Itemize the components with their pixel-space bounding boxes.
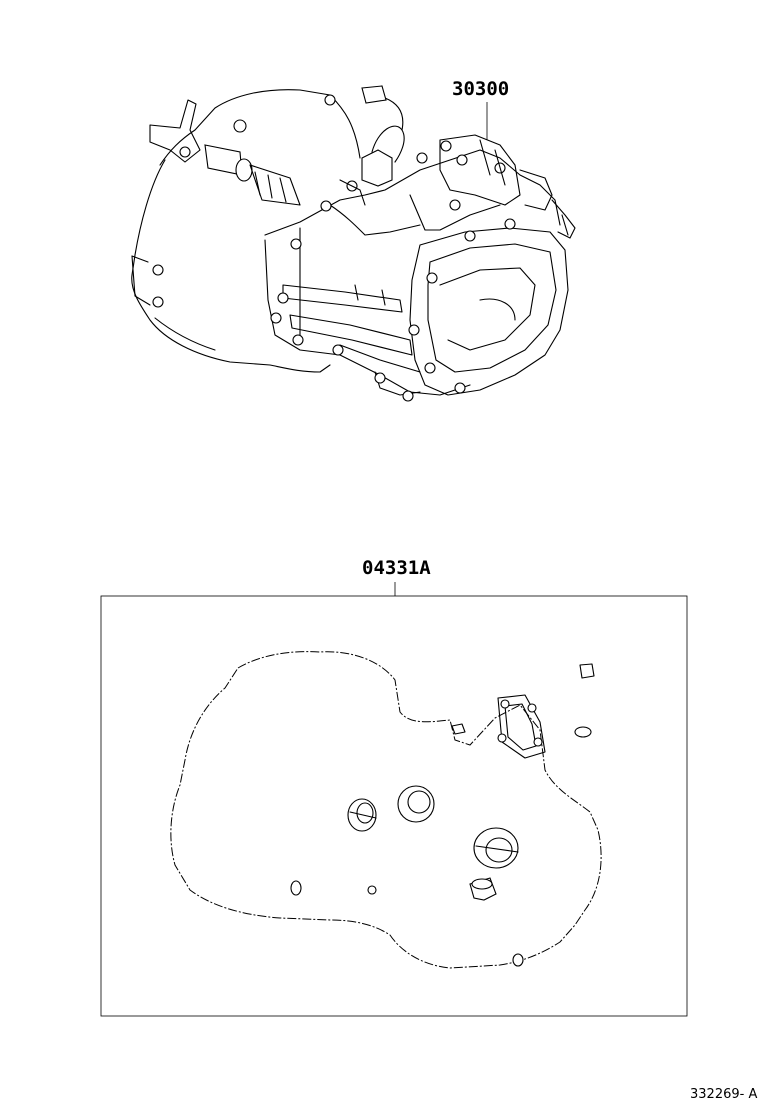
transmission-assembly-illustration (131, 85, 576, 402)
gasket-kit-illustration (170, 651, 602, 969)
gasket-kit-frame (100, 595, 688, 1017)
oil-seal-small (347, 798, 377, 832)
oil-seal-medium (397, 785, 435, 823)
oil-seal-large (473, 827, 519, 869)
drain-plug (469, 877, 497, 901)
transmission-part-number: 30300 (452, 78, 509, 100)
gasket-kit-part-number: 04331A (362, 557, 431, 579)
figure-id: 332269- A (690, 1087, 757, 1102)
